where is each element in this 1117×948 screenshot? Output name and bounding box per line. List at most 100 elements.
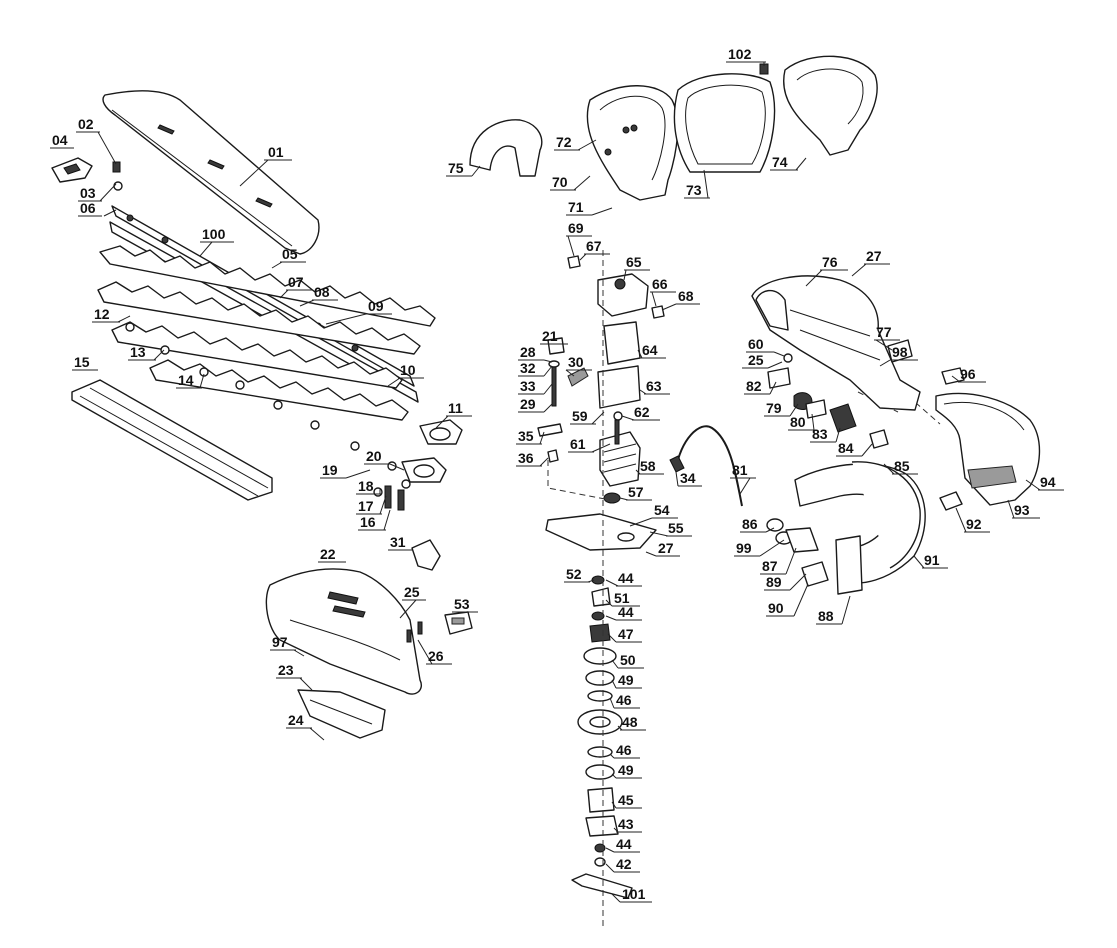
label-76: 76 [822,254,838,270]
label-63: 63 [646,378,662,394]
label-64: 64 [642,342,658,358]
label-09: 09 [368,298,384,314]
part-number-labels: 01 02 03 04 05 06 07 08 09 10 11 12 13 1… [52,46,1056,902]
label-07: 07 [288,274,304,290]
label-97: 97 [272,634,288,650]
right-handle-half-94 [935,392,1041,506]
label-61: 61 [570,436,586,452]
label-60: 60 [748,336,764,352]
label-45: 45 [618,792,634,808]
clip-31 [411,539,441,571]
label-59: 59 [572,408,588,424]
label-75: 75 [448,160,464,176]
switch-53 [444,611,473,635]
label-88: 88 [818,608,834,624]
label-32: 32 [520,360,536,376]
blade-ends-11-19 [401,419,463,483]
label-62: 62 [634,404,650,420]
label-70: 70 [552,174,568,190]
label-49-top: 49 [618,672,634,688]
label-12: 12 [94,306,110,322]
blade-holder-04 [51,157,93,183]
rear-handle-cover-91 [794,461,926,584]
front-housing-22 [265,568,422,695]
label-05: 05 [282,246,298,262]
label-46-top: 46 [616,692,632,708]
label-06: 06 [80,200,96,216]
label-91: 91 [924,552,940,568]
label-74: 74 [772,154,788,170]
label-20: 20 [366,448,382,464]
label-55: 55 [668,520,684,536]
handle-frame-72 [586,85,679,201]
label-02: 02 [78,116,94,132]
label-43: 43 [618,816,634,832]
label-13: 13 [130,344,146,360]
label-04: 04 [52,132,68,148]
label-48: 48 [622,714,638,730]
label-34: 34 [680,470,696,486]
label-08: 08 [314,284,330,300]
blade-guard-01 [102,90,320,255]
label-24: 24 [288,712,304,728]
label-83: 83 [812,426,828,442]
label-51: 51 [614,590,630,606]
label-57: 57 [628,484,644,500]
label-22: 22 [320,546,336,562]
label-58: 58 [640,458,656,474]
spring-26 [406,621,423,643]
cable-81 [669,425,743,507]
label-27-top: 27 [866,248,882,264]
label-10: 10 [400,362,416,378]
label-79: 79 [766,400,782,416]
label-96: 96 [960,366,976,382]
label-33: 33 [520,378,536,394]
label-27-mid: 27 [658,540,674,556]
label-93: 93 [1014,502,1030,518]
rear-housing-76 [751,275,921,411]
label-65: 65 [626,254,642,270]
label-42: 42 [616,856,632,872]
label-82: 82 [746,378,762,394]
leader-lines [50,61,1064,903]
right-side-parts-77-84 [767,339,913,449]
label-53: 53 [454,596,470,612]
label-15: 15 [74,354,90,370]
label-71: 71 [568,199,584,215]
label-89: 89 [766,574,782,590]
label-84: 84 [838,440,854,456]
label-26: 26 [428,648,444,664]
label-54: 54 [654,502,670,518]
label-72: 72 [556,134,572,150]
label-31: 31 [390,534,406,550]
handle-75 [469,119,543,177]
label-23: 23 [278,662,294,678]
label-67: 67 [586,238,602,254]
label-98: 98 [892,344,908,360]
label-44-bottom: 44 [616,836,632,852]
handle-grip-73 [673,73,776,173]
label-46-bottom: 46 [616,742,632,758]
label-92: 92 [966,516,982,532]
label-73: 73 [686,182,702,198]
label-47: 47 [618,626,634,642]
label-21: 21 [542,328,558,344]
label-14: 14 [178,372,194,388]
small-parts-16-20 [373,479,411,511]
label-66: 66 [652,276,668,292]
label-17: 17 [358,498,374,514]
label-29: 29 [520,396,536,412]
label-19: 19 [322,462,338,478]
label-25-front: 25 [404,584,420,600]
label-94: 94 [1040,474,1056,490]
label-25-rear: 25 [748,352,764,368]
handle-74 [783,55,878,156]
label-30: 30 [568,354,584,370]
label-49-bottom: 49 [618,762,634,778]
label-35: 35 [518,428,534,444]
label-77: 77 [876,324,892,340]
label-101: 101 [622,886,646,902]
label-85: 85 [894,458,910,474]
label-28: 28 [520,344,536,360]
